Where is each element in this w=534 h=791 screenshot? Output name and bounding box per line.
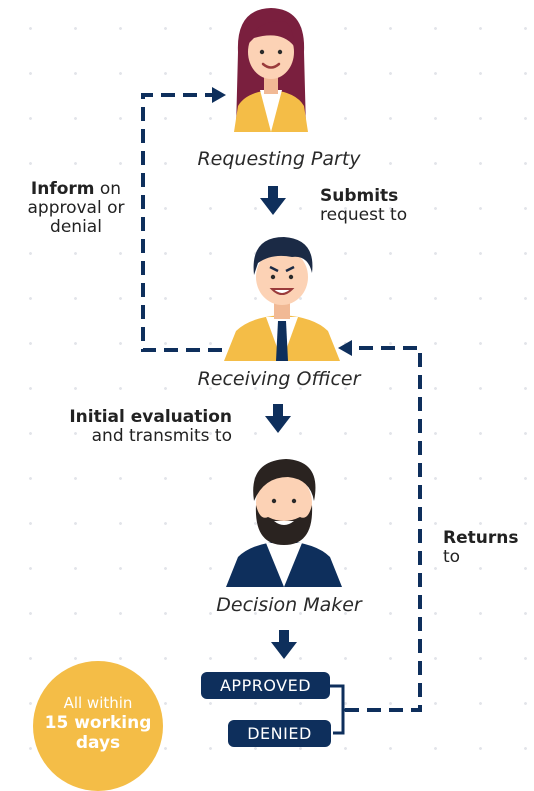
requesting-party-label: Requesting Party bbox=[197, 148, 361, 170]
decision-maker-label: Decision Maker bbox=[216, 594, 362, 616]
inform-loop-line bbox=[141, 93, 222, 352]
receiving-officer-avatar bbox=[224, 237, 340, 361]
outcome-bracket bbox=[330, 684, 350, 735]
initial-evaluation-note: Initial evaluation and transmits to bbox=[56, 408, 232, 446]
initial-bold: Initial evaluation bbox=[69, 407, 232, 427]
denied-status: DENIED bbox=[228, 720, 331, 747]
inform-rest-1: on bbox=[94, 179, 122, 199]
badge-line-3: days bbox=[75, 733, 121, 753]
requesting-party-avatar bbox=[234, 8, 308, 132]
down-arrow-2 bbox=[265, 404, 291, 433]
inform-note: Inform on approval or denial bbox=[14, 180, 138, 237]
down-arrow-1 bbox=[260, 186, 286, 215]
submits-note: Submits request to bbox=[320, 187, 407, 225]
submits-rest: request to bbox=[320, 205, 408, 225]
badge-line-2: 15 working bbox=[44, 713, 152, 733]
submits-bold: Submits bbox=[320, 186, 399, 206]
inform-rest-3: denial bbox=[50, 217, 102, 237]
inform-loop-arrowhead bbox=[212, 87, 226, 103]
approved-status: APPROVED bbox=[201, 672, 330, 699]
initial-rest: and transmits to bbox=[91, 426, 232, 446]
returns-note: Returns to bbox=[443, 529, 518, 567]
returns-loop-arrowhead bbox=[338, 340, 352, 356]
badge-line-1: All within bbox=[63, 694, 133, 712]
returns-rest: to bbox=[443, 547, 461, 567]
flow-connectors bbox=[141, 87, 422, 735]
inform-rest-2: approval or bbox=[27, 198, 125, 218]
returns-bold: Returns bbox=[443, 528, 519, 548]
inform-bold: Inform bbox=[30, 179, 95, 199]
timeframe-badge: All within 15 working days bbox=[33, 661, 163, 791]
decision-maker-avatar bbox=[226, 459, 342, 587]
returns-loop-line bbox=[345, 346, 422, 712]
down-arrow-3 bbox=[271, 630, 297, 659]
receiving-officer-label: Receiving Officer bbox=[197, 368, 361, 390]
